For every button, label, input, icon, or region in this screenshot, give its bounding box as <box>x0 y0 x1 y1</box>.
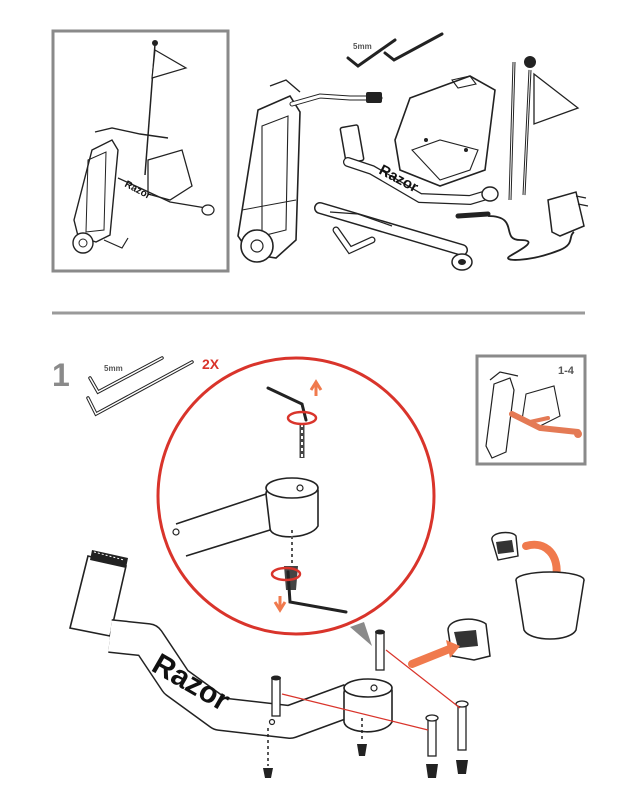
highlighted-frame <box>509 411 581 435</box>
quantity-label: 2X <box>202 356 220 372</box>
reference-steps-label: 1-4 <box>558 365 575 377</box>
up-arrow-icon <box>309 379 323 396</box>
hex-key-icon <box>286 570 348 614</box>
move-arrow-icon <box>408 644 456 668</box>
hex-key-icon <box>346 38 397 68</box>
parts-wrench-size-label: 5mm <box>353 42 372 51</box>
main-frame: Razor <box>69 550 393 739</box>
hex-key-icon <box>266 386 308 422</box>
hex-key-icon <box>383 32 444 62</box>
charger-part <box>455 191 589 261</box>
assembled-trike-thumbnail: Razor <box>51 29 230 273</box>
discard-cap-illustration <box>408 531 585 668</box>
rotate-arrow-icon <box>270 566 302 582</box>
front-body-part <box>237 79 383 263</box>
parts-layout: 5mm Razor <box>237 32 589 271</box>
rear-frame-part: Razor <box>339 124 499 206</box>
down-arrow-icon <box>273 596 287 613</box>
reference-thumbnail: 1-4 <box>475 354 587 466</box>
magnifier-pointer <box>350 622 372 646</box>
flag-part <box>508 56 580 201</box>
rotate-arrow-icon <box>286 410 318 426</box>
rear-axle-part <box>314 202 473 271</box>
detail-magnifier <box>156 356 436 636</box>
step-number: 1 <box>52 357 70 393</box>
step-wrench-size-label: 5mm <box>104 364 123 373</box>
bolts <box>263 629 469 778</box>
seat-part <box>394 75 496 187</box>
